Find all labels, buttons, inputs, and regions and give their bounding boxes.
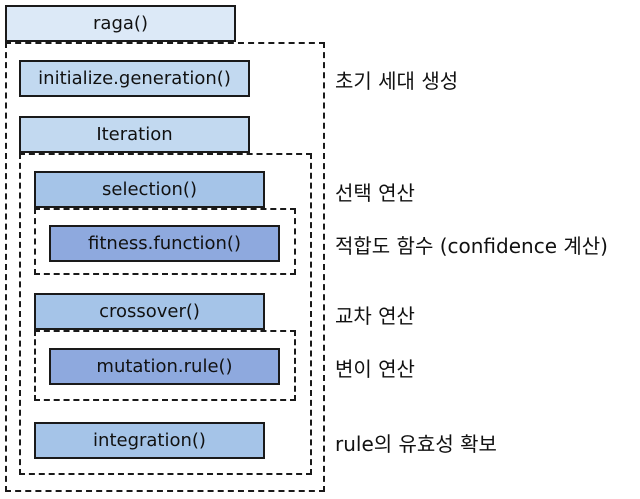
annotation-fitness: 적합도 함수 (confidence 계산) [335,234,608,258]
annotation-init: 초기 세대 생성 [335,69,459,93]
selection-box: selection() [34,171,265,208]
iteration-box: Iteration [19,116,250,153]
annotation-integration: rule의 유효성 확보 [335,432,497,456]
crossover-body-group [34,330,296,401]
integration-box: integration() [34,422,265,459]
fitness-function-box: fitness.function() [49,225,280,262]
raga-body-group [5,42,325,492]
selection-body-group [34,208,296,275]
crossover-box: crossover() [34,293,265,330]
initialize-generation-box: initialize.generation() [19,60,250,97]
mutation-rule-box: mutation.rule() [49,348,280,385]
annotation-crossover: 교차 연산 [335,304,415,328]
raga-box: raga() [5,5,236,42]
annotation-mutation: 변이 연산 [335,357,415,381]
annotation-selection: 선택 연산 [335,181,415,205]
iteration-body-group [19,153,312,475]
